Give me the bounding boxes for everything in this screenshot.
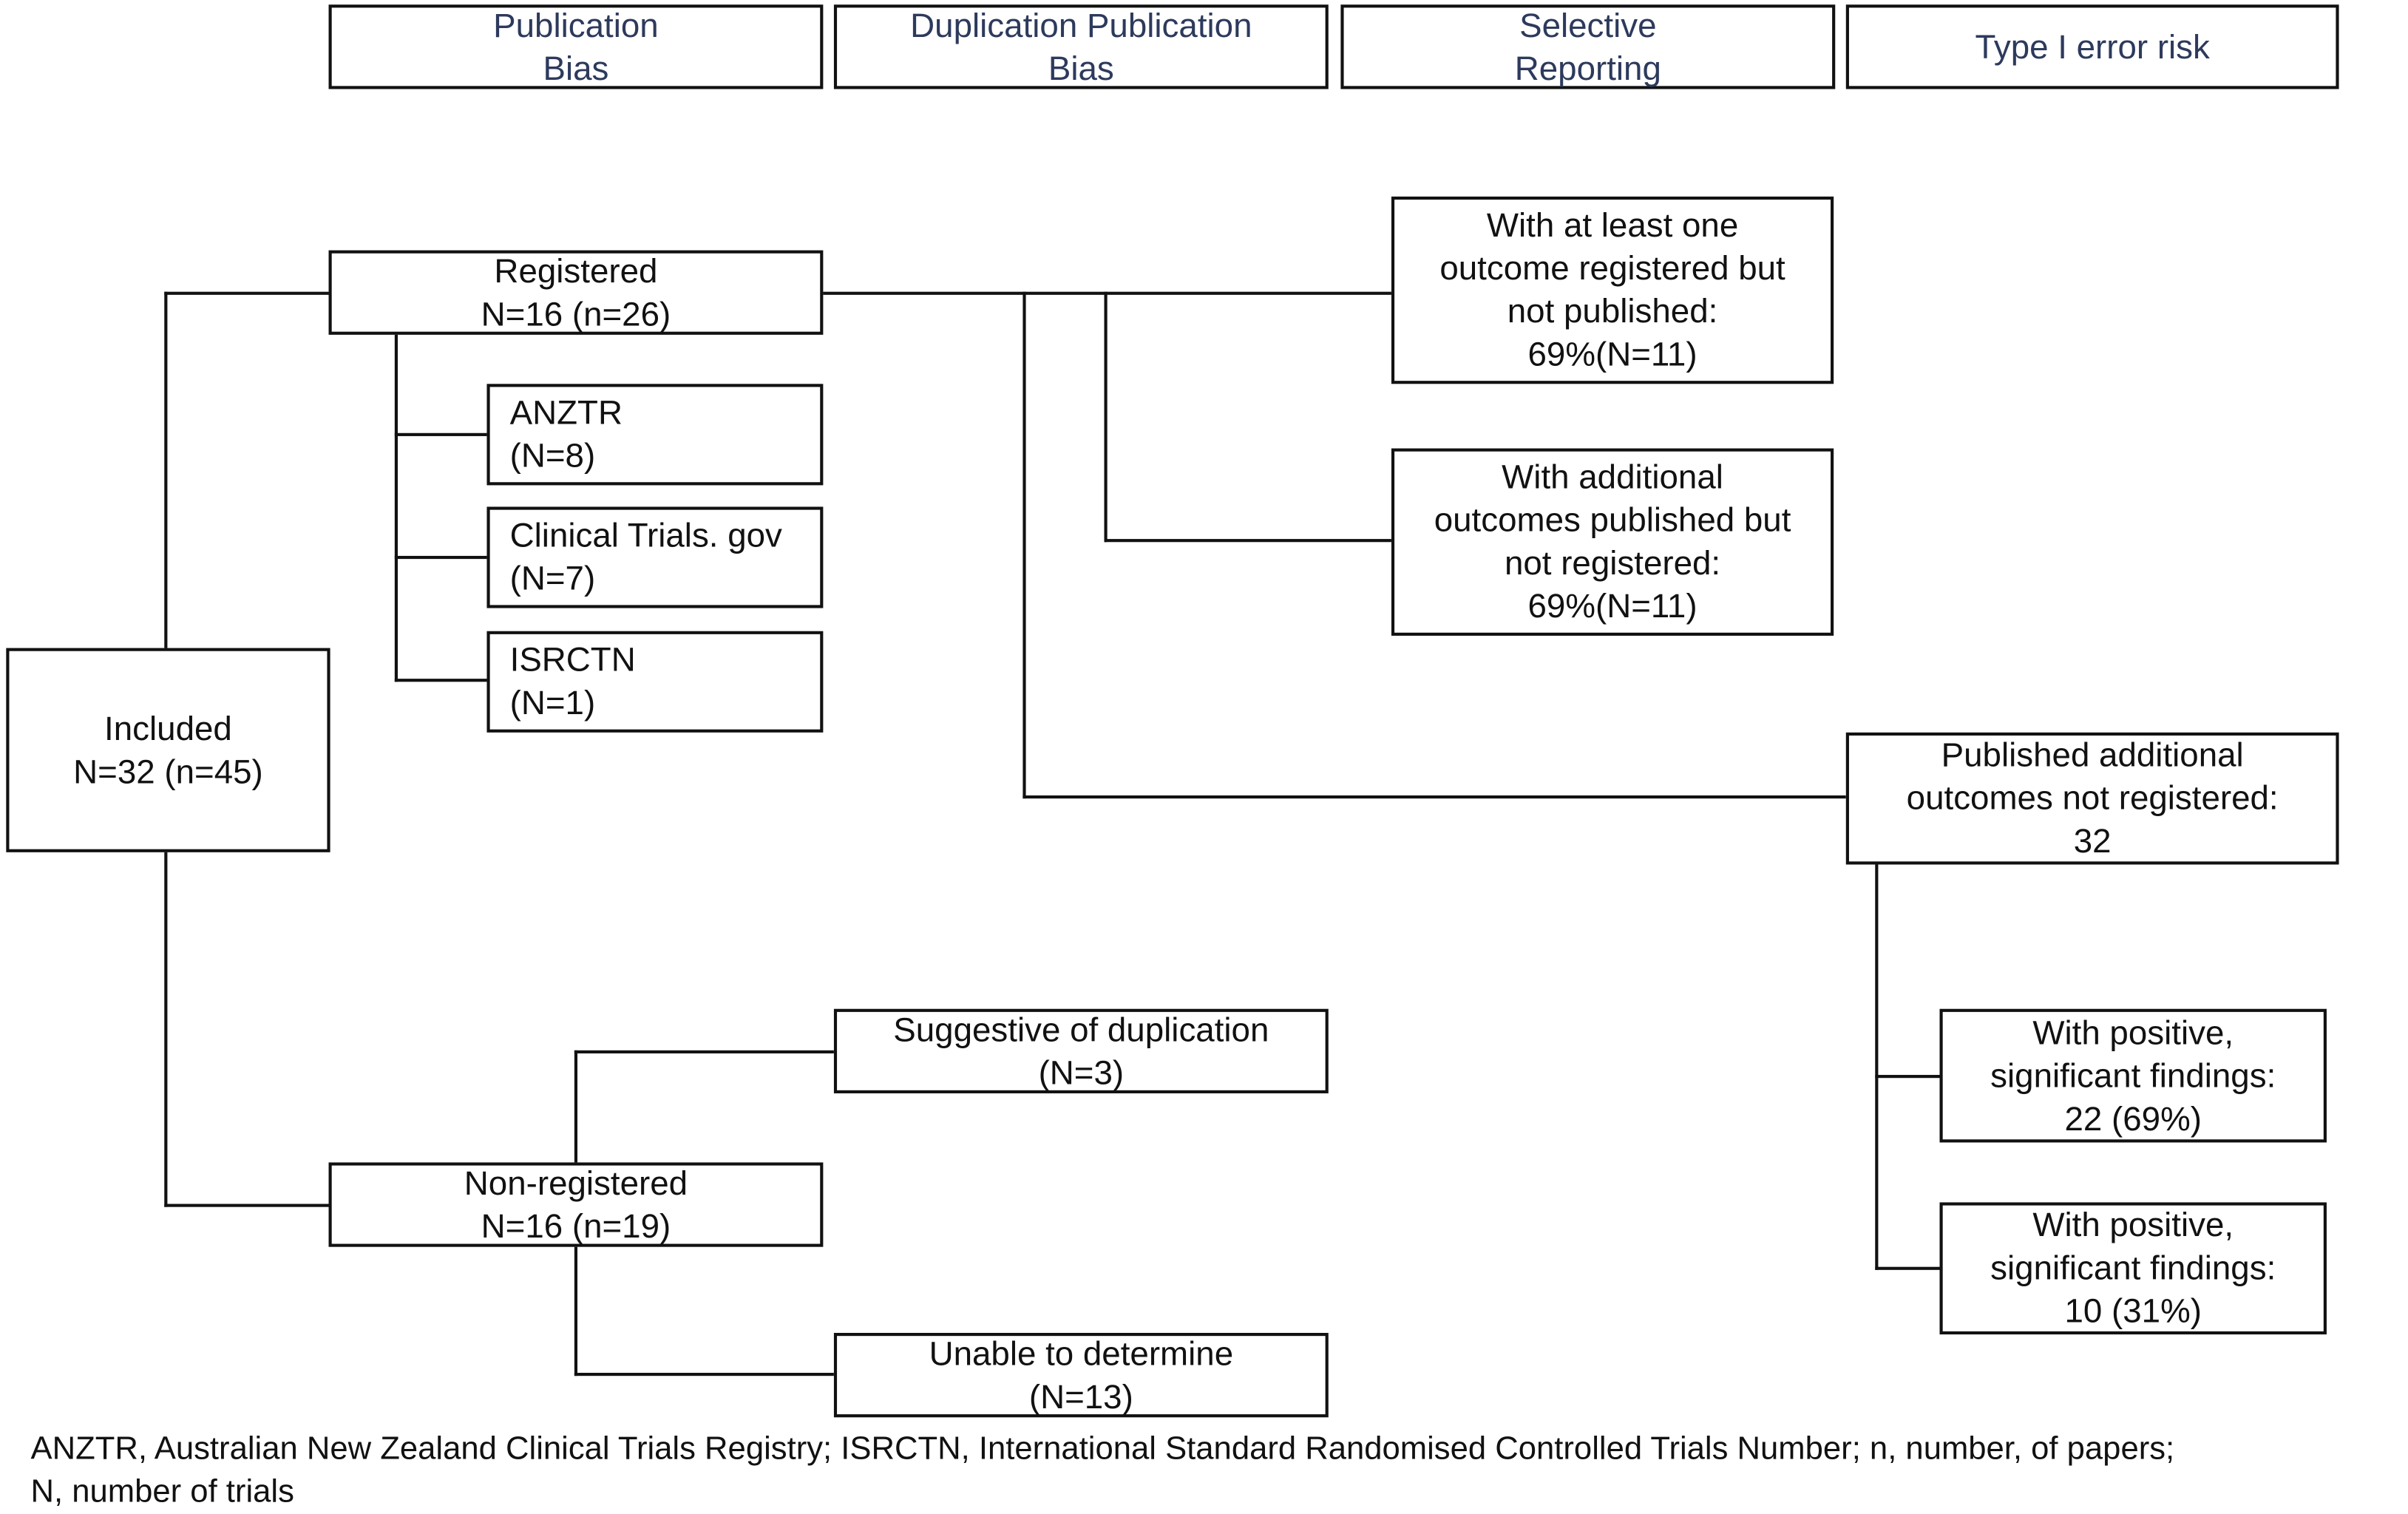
connector-line	[164, 291, 329, 295]
connector-line	[1875, 1266, 1940, 1270]
node-text: Included	[104, 708, 232, 747]
node-non-registered: Non-registered N=16 (n=19)	[328, 1162, 824, 1247]
connector-line	[574, 1050, 834, 1053]
header-publication-bias: Publication Bias	[328, 4, 824, 89]
node-text: 32	[2073, 821, 2112, 860]
header-text: Bias	[1048, 48, 1114, 87]
node-text: ISRCTN	[509, 640, 636, 679]
node-text: ANZTR	[509, 393, 623, 432]
connector-line	[574, 1245, 578, 1376]
header-text: Selective	[1519, 5, 1657, 44]
node-text: N=16 (n=26)	[481, 293, 671, 333]
footnote-line: ANZTR, Australian New Zealand Clinical T…	[30, 1430, 2175, 1467]
connector-line	[394, 555, 487, 560]
connector-line	[1104, 291, 1108, 543]
node-text: With positive,	[2032, 1205, 2234, 1244]
header-text: Duplication Publication	[910, 5, 1252, 44]
header-text: Reporting	[1514, 48, 1661, 87]
connector-line	[164, 850, 168, 1207]
node-isrctn: ISRCTN (N=1)	[486, 631, 824, 733]
node-anztr: ANZTR (N=8)	[486, 384, 824, 486]
connector-line	[164, 291, 168, 648]
node-text: (N=8)	[509, 435, 596, 475]
connector-line	[1875, 1075, 1940, 1079]
node-text: (N=13)	[1028, 1376, 1133, 1416]
header-duplication-publication-bias: Duplication Publication Bias	[833, 4, 1329, 89]
connector-line	[1022, 795, 1846, 799]
node-text: outcomes not registered:	[1906, 778, 2279, 818]
node-text: not registered:	[1504, 543, 1721, 583]
connector-line	[1022, 291, 1026, 799]
node-text: Unable to determine	[929, 1334, 1234, 1372]
node-positive-findings-2: With positive, significant findings: 10 …	[1939, 1202, 2327, 1335]
node-registered-not-published: With at least one outcome registered but…	[1391, 196, 1834, 384]
node-text: 22 (69%)	[2064, 1099, 2202, 1138]
node-text: outcomes published but	[1434, 500, 1791, 540]
header-text: Type I error risk	[1975, 27, 2210, 66]
node-text: Registered	[494, 251, 658, 290]
node-text: significant findings:	[1990, 1056, 2276, 1095]
node-text: significant findings:	[1990, 1248, 2276, 1287]
node-included: Included N=32 (n=45)	[6, 648, 330, 852]
connector-line	[574, 1050, 578, 1163]
node-text: (N=7)	[509, 559, 596, 598]
node-published-additional-outcomes: Published additional outcomes not regist…	[1845, 732, 2339, 865]
node-text: N=32 (n=45)	[73, 751, 263, 790]
connector-line	[164, 1204, 329, 1207]
connector-line	[394, 679, 487, 682]
connector-line	[394, 333, 398, 682]
header-text: Bias	[543, 48, 609, 87]
node-text: outcome registered but	[1439, 248, 1785, 288]
node-published-not-registered: With additional outcomes published but n…	[1391, 448, 1834, 636]
node-positive-findings-1: With positive, significant findings: 22 …	[1939, 1008, 2327, 1143]
node-text: Published additional	[1941, 735, 2244, 774]
footnote: ANZTR, Australian New Zealand Clinical T…	[31, 1428, 2404, 1514]
node-clinicaltrials-gov: Clinical Trials. gov (N=7)	[486, 506, 824, 608]
connector-line	[1875, 863, 1879, 1270]
header-selective-reporting: Selective Reporting	[1340, 4, 1836, 89]
node-text: With at least one	[1486, 206, 1739, 245]
node-text: (N=3)	[1038, 1052, 1125, 1091]
node-suggestive-of-duplication: Suggestive of duplication (N=3)	[833, 1008, 1329, 1093]
node-text: With positive,	[2032, 1012, 2234, 1051]
connector-line	[1104, 539, 1391, 543]
node-text: 69%(N=11)	[1527, 334, 1698, 373]
connector-line	[574, 1373, 834, 1376]
node-text: Clinical Trials. gov	[509, 515, 782, 554]
connector-line	[394, 432, 487, 436]
node-text: Suggestive of duplication	[893, 1009, 1269, 1048]
node-unable-to-determine: Unable to determine (N=13)	[833, 1333, 1329, 1418]
footnote-line: N, number of trials	[30, 1474, 294, 1510]
node-registered: Registered N=16 (n=26)	[328, 250, 824, 335]
node-text: With additional	[1502, 458, 1723, 496]
node-text: 10 (31%)	[2064, 1291, 2202, 1330]
header-type-i-error-risk: Type I error risk	[1845, 4, 2339, 89]
node-text: not published:	[1507, 291, 1718, 330]
header-text: Publication	[493, 5, 659, 44]
node-text: (N=1)	[509, 683, 596, 722]
node-text: N=16 (n=19)	[481, 1206, 671, 1245]
node-text: 69%(N=11)	[1527, 586, 1698, 625]
node-text: Non-registered	[464, 1163, 688, 1202]
